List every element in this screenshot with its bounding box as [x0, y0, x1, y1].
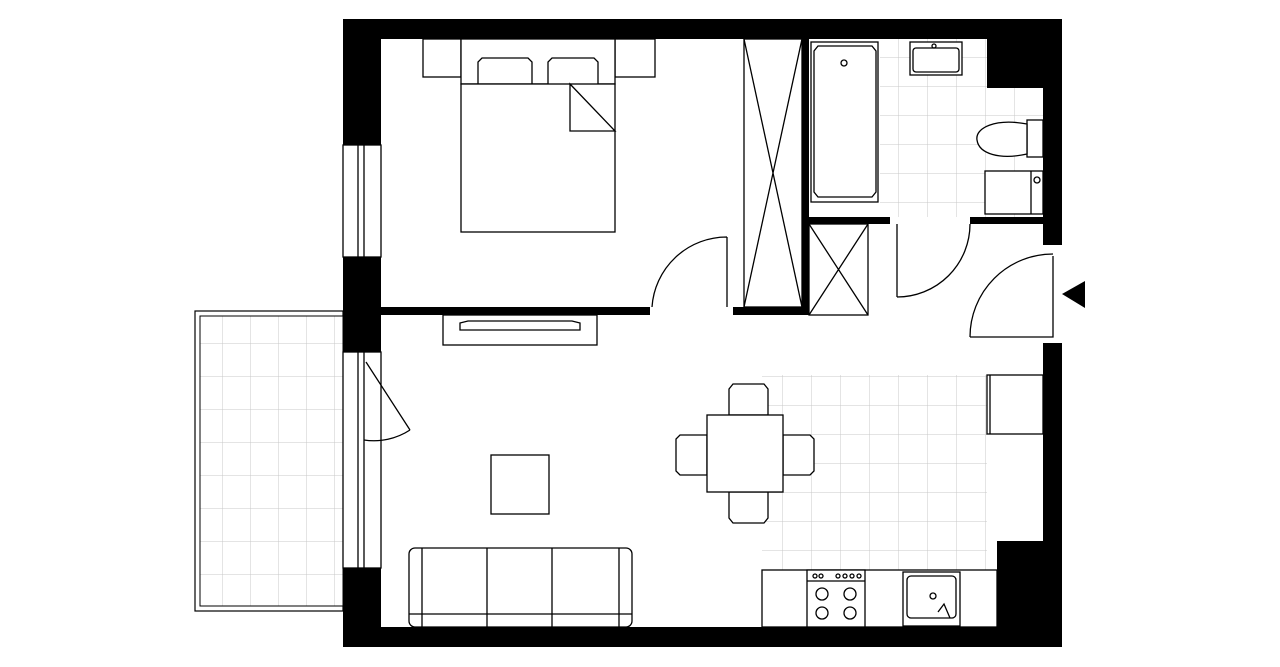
kitchen-counter — [761, 569, 998, 628]
entrance-door[interactable] — [969, 253, 1054, 338]
entrance-arrow-icon — [1062, 281, 1085, 308]
stove — [806, 569, 866, 628]
washing-machine — [984, 170, 1044, 215]
bathroom-door[interactable] — [896, 223, 971, 298]
exterior-walls — [343, 19, 1062, 647]
interior-walls — [381, 39, 1043, 315]
bedroom-door[interactable] — [651, 236, 728, 308]
bed — [422, 38, 656, 233]
coffee-table — [490, 454, 550, 515]
bathtub — [810, 41, 879, 203]
sofa — [408, 547, 633, 628]
wardrobe — [743, 38, 803, 308]
dining-set — [675, 383, 815, 524]
toilet — [976, 119, 1044, 158]
bedroom-window — [342, 144, 382, 258]
kitchen-sink — [902, 571, 961, 627]
balcony — [194, 310, 344, 612]
tv-stand — [442, 314, 598, 346]
fridge — [986, 374, 1044, 435]
closet — [808, 223, 869, 316]
balcony-door[interactable] — [342, 351, 411, 569]
bathroom-sink — [909, 41, 963, 76]
